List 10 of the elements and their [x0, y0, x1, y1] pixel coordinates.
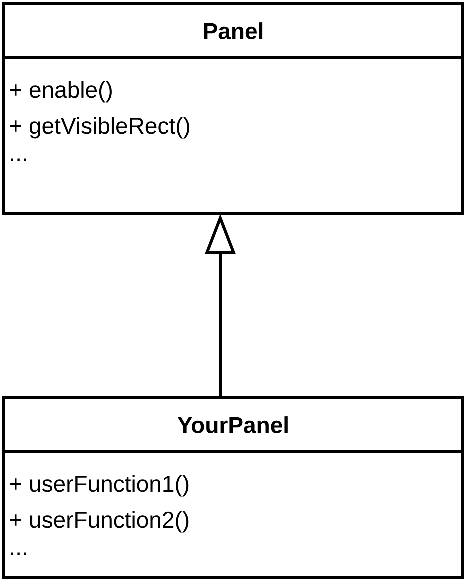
class-name: Panel	[204, 22, 263, 40]
member-text: ...	[11, 158, 26, 162]
class-name: YourPanel	[178, 416, 288, 434]
member-text: + getVisibleRect()	[10, 117, 190, 139]
member-text: + userFunction1()	[10, 475, 189, 497]
class-box	[2, 2, 464, 216]
member-text: + enable()	[10, 81, 112, 103]
member-text: + userFunction2()	[10, 511, 189, 533]
class-box	[2, 396, 464, 580]
member-text: ...	[11, 552, 26, 556]
